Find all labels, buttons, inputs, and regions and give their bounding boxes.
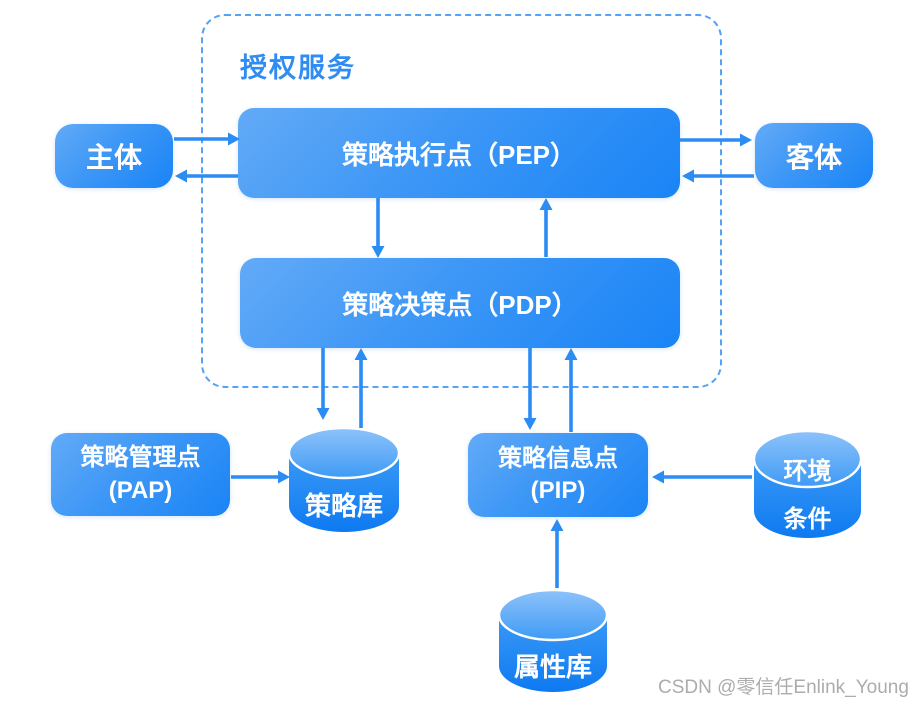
node-subject-label: 主体 (85, 142, 142, 173)
node-pip-label-line2: (PIP) (530, 477, 586, 504)
node-pep-label: 策略执行点（PEP） (341, 139, 577, 170)
arrow-attribute-store-to-pip (550, 519, 564, 588)
node-object: 客体 (755, 123, 873, 188)
cylinder-icon (498, 589, 608, 692)
node-pip-label-line1: 策略信息点 (498, 444, 618, 472)
node-attribute-store: 属性库 (498, 589, 608, 693)
node-environment-label-line2: 条件 (783, 506, 832, 533)
node-pdp: 策略决策点（PDP） (240, 258, 680, 348)
arrow-environment-to-pip (652, 470, 752, 484)
node-policy-store-label: 策略库 (304, 491, 383, 522)
node-environment-label-line1: 环境 (783, 458, 832, 485)
node-policy-store: 策略库 (288, 427, 400, 533)
node-pep: 策略执行点（PEP） (238, 108, 680, 198)
authorization-service-container: 授权服务 (201, 14, 722, 388)
cylinder-icon (753, 430, 862, 538)
node-attribute-store-label: 属性库 (513, 652, 592, 683)
node-object-label: 客体 (785, 141, 842, 173)
node-environment-conditions: 环境 条件 (753, 430, 862, 540)
watermark: CSDN @零信任Enlink_Young (658, 677, 909, 698)
node-pap-label-line1: 策略管理点 (80, 444, 201, 472)
node-pip: 策略信息点 (PIP) (468, 433, 648, 517)
node-pap-label-line2: (PAP) (108, 476, 173, 504)
node-subject: 主体 (55, 124, 173, 188)
cylinder-icon (288, 427, 400, 532)
node-pap: 策略管理点 (PAP) (51, 433, 230, 516)
node-pdp-label: 策略决策点（PDP） (342, 289, 578, 320)
authorization-service-title: 授权服务 (240, 53, 356, 83)
arrow-pap-to-policy-store (231, 470, 290, 484)
